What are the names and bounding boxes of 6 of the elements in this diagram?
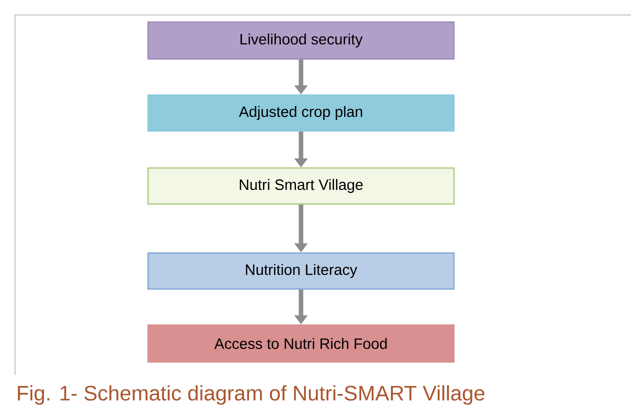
process-box: Nutri Smart Village bbox=[147, 167, 455, 205]
process-box: Access to Nutri Rich Food bbox=[147, 324, 455, 363]
process-box: Adjusted crop plan bbox=[147, 94, 455, 132]
caption: Fig. 1- Schematic diagram of Nutri-SMART Village bbox=[18, 385, 484, 405]
process-box: Livelihood security bbox=[147, 21, 455, 60]
process-box: Nutrition Literacy bbox=[147, 252, 455, 290]
